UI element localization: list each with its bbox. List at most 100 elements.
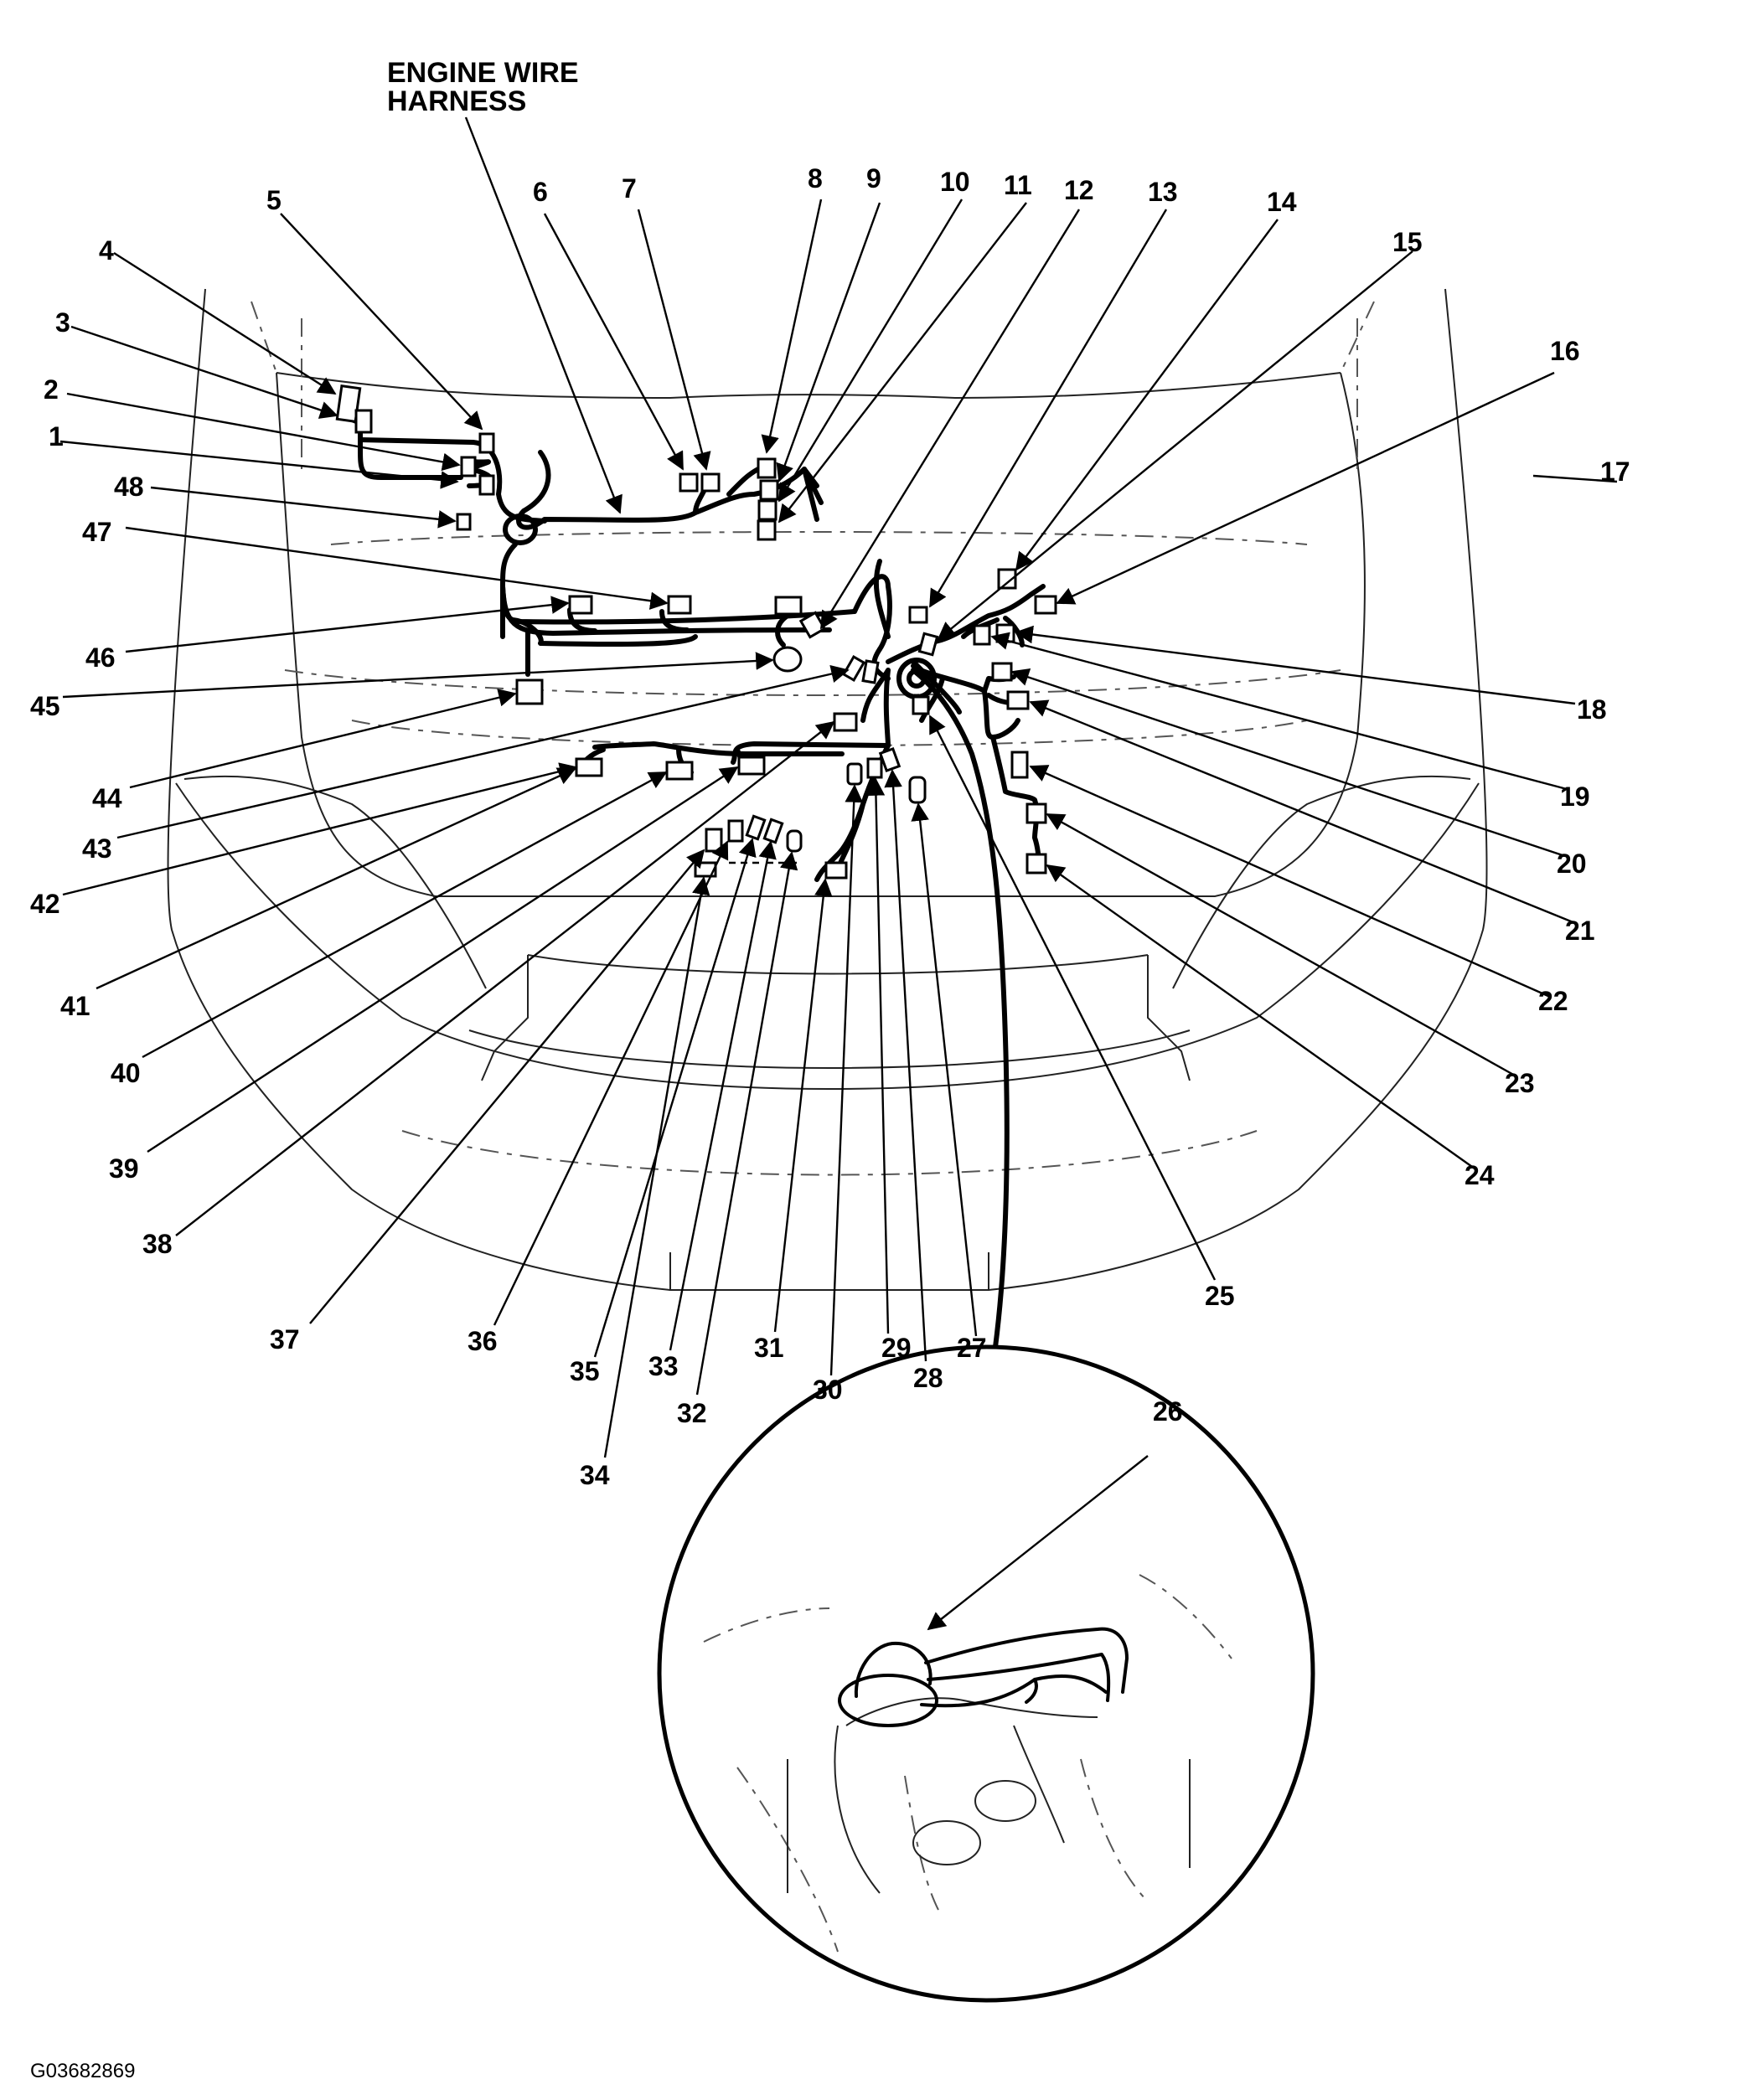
callout-17: 17 xyxy=(1600,457,1630,487)
connector-22 xyxy=(1010,751,1029,779)
connector-3 xyxy=(354,409,373,434)
callout-46: 46 xyxy=(85,642,116,673)
connector-16 xyxy=(917,632,939,657)
connector-19 xyxy=(973,624,991,646)
connector-39 xyxy=(833,712,858,732)
callout-47: 47 xyxy=(82,517,112,547)
callout-34: 34 xyxy=(580,1460,610,1490)
callout-16: 16 xyxy=(1550,336,1580,366)
connector-43 xyxy=(841,655,866,682)
callout-8: 8 xyxy=(808,163,823,193)
callout-44: 44 xyxy=(92,783,122,813)
connector-36 xyxy=(727,819,744,843)
connector-41 xyxy=(665,761,694,781)
callout-40: 40 xyxy=(111,1058,141,1088)
connector-12 xyxy=(798,611,827,639)
connector-25 xyxy=(912,695,930,715)
callout-33: 33 xyxy=(648,1351,679,1381)
callout-11: 11 xyxy=(1004,170,1032,200)
connector-9 xyxy=(759,479,779,501)
callout-7: 7 xyxy=(622,173,637,204)
callout-24: 24 xyxy=(1465,1160,1495,1190)
callout-30: 30 xyxy=(813,1375,843,1405)
callout-9: 9 xyxy=(866,163,881,193)
connector-45 xyxy=(772,646,803,673)
callout-13: 13 xyxy=(1148,177,1178,207)
connector-30 xyxy=(846,762,863,786)
callout-labels: 1 2 3 4 5 6 7 8 9 10 11 12 13 14 15 16 1… xyxy=(30,163,1630,1490)
connector-20 xyxy=(991,662,1013,682)
connector-11 xyxy=(757,519,777,541)
callout-28: 28 xyxy=(913,1363,943,1393)
callout-22: 22 xyxy=(1538,986,1568,1016)
callout-4: 4 xyxy=(99,235,114,266)
connector-1 xyxy=(478,474,495,496)
connector-27 xyxy=(908,776,927,804)
callout-18: 18 xyxy=(1577,694,1607,725)
connector-21 xyxy=(1006,690,1030,710)
connector-37 xyxy=(705,828,723,853)
callout-41: 41 xyxy=(60,991,90,1021)
callout-3: 3 xyxy=(55,307,70,338)
leader-lines xyxy=(59,116,1618,1631)
callout-48: 48 xyxy=(114,472,144,502)
connector-28 xyxy=(878,747,901,772)
connector-46 xyxy=(568,595,593,615)
callout-1: 1 xyxy=(49,421,64,451)
connector-10 xyxy=(757,499,778,521)
callout-10: 10 xyxy=(940,167,970,197)
connector-47 xyxy=(667,595,692,615)
callout-14: 14 xyxy=(1267,187,1297,217)
callout-31: 31 xyxy=(754,1333,784,1363)
diagram-title-line1: ENGINE WIRE xyxy=(387,57,579,89)
connector-15 xyxy=(997,568,1017,590)
callout-39: 39 xyxy=(109,1153,139,1184)
connector-4 xyxy=(335,384,362,424)
callout-35: 35 xyxy=(570,1356,600,1386)
callout-20: 20 xyxy=(1557,849,1587,879)
callout-25: 25 xyxy=(1205,1281,1235,1311)
callout-27: 27 xyxy=(957,1333,987,1363)
connector-2 xyxy=(460,456,477,477)
connector-40 xyxy=(737,756,766,776)
callout-42: 42 xyxy=(30,889,60,919)
connector-6 xyxy=(679,472,699,493)
callout-19: 19 xyxy=(1560,782,1590,812)
callout-2: 2 xyxy=(44,374,59,405)
connector-29 xyxy=(866,757,883,779)
connector-42 xyxy=(575,757,603,777)
connector-33 xyxy=(762,818,784,844)
connector-32 xyxy=(786,829,803,853)
connector-35 xyxy=(745,814,767,841)
engine-compartment-outline xyxy=(167,288,1488,1291)
callout-32: 32 xyxy=(677,1398,707,1428)
callout-15: 15 xyxy=(1392,227,1423,257)
callout-45: 45 xyxy=(30,691,60,721)
connector-13 xyxy=(774,596,803,616)
callout-23: 23 xyxy=(1505,1068,1535,1098)
connector-5 xyxy=(478,432,495,454)
figure-id: G03682869 xyxy=(30,2060,135,2082)
callout-21: 21 xyxy=(1565,916,1595,946)
connector-44 xyxy=(515,679,544,705)
connector-31 xyxy=(824,861,848,880)
connector-14 xyxy=(908,606,928,624)
callout-26: 26 xyxy=(1153,1396,1183,1427)
callout-36: 36 xyxy=(468,1326,498,1356)
callout-38: 38 xyxy=(142,1229,173,1259)
callout-29: 29 xyxy=(881,1333,912,1363)
callout-6: 6 xyxy=(533,177,548,207)
connector-48 xyxy=(456,513,472,531)
connector-17 xyxy=(1034,595,1057,615)
connector-23 xyxy=(1025,802,1047,824)
callout-12: 12 xyxy=(1064,175,1094,205)
connector-8 xyxy=(757,457,777,479)
diagram-title-line2: HARNESS xyxy=(387,85,526,117)
connector-7 xyxy=(700,472,721,493)
connectors xyxy=(335,384,1057,880)
connector-43b xyxy=(861,659,880,684)
callout-5: 5 xyxy=(266,185,282,215)
callout-43: 43 xyxy=(82,833,112,864)
callout-37: 37 xyxy=(270,1324,300,1354)
